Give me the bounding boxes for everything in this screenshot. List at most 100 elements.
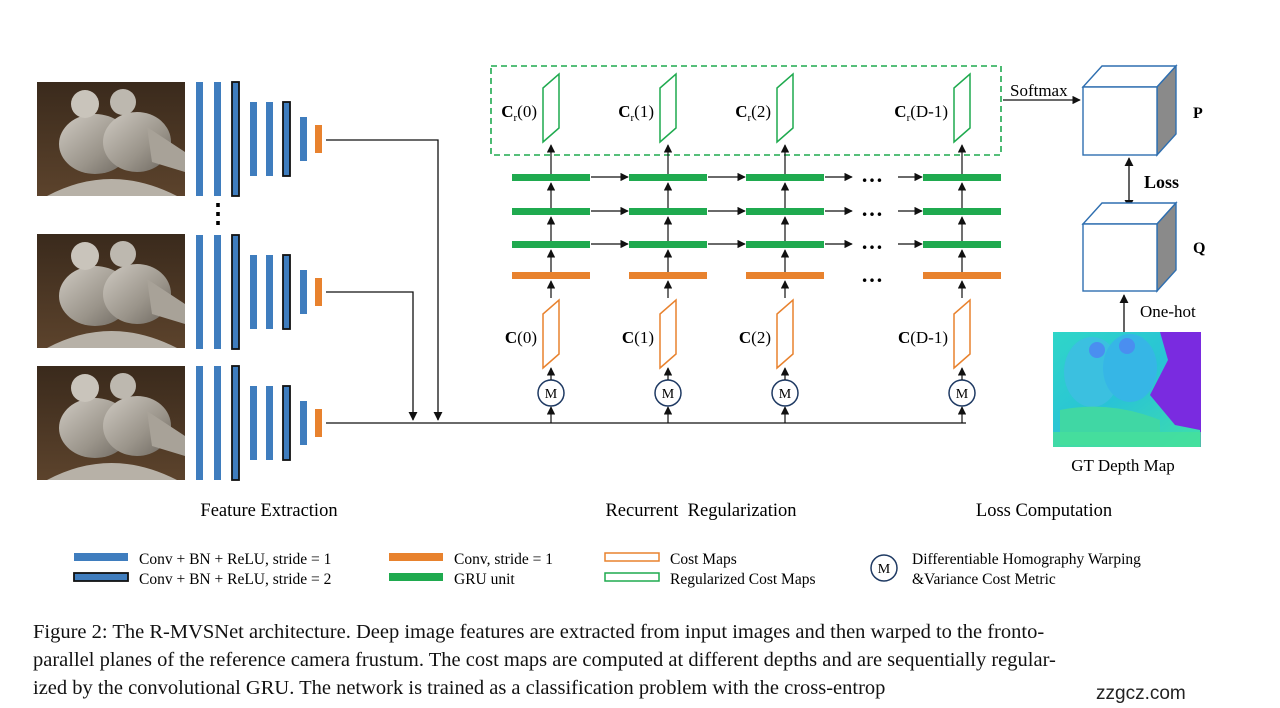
conv-bar [746, 272, 824, 279]
vertical-ellipsis: ⋮ [205, 199, 231, 228]
feature-layer-bar [250, 102, 257, 176]
regularized-cost-map-label: Cr(2) [735, 102, 771, 124]
legend-reg-cost-maps: Regularized Cost Maps [670, 571, 816, 588]
feature-output-conv-bar [315, 125, 322, 153]
feature-layer-bar [282, 101, 291, 177]
feature-output-conv-bar [315, 409, 322, 437]
conv-bar [629, 272, 707, 279]
gru-unit-bar [923, 174, 1001, 181]
gru-unit-bar [746, 208, 824, 215]
feature-layer-bar [250, 255, 257, 329]
cost-map [659, 298, 677, 370]
caption-line-2: parallel planes of the reference camera … [33, 649, 1056, 671]
legend-conv-s1: Conv, stride = 1 [454, 551, 553, 568]
legend-gru: GRU unit [454, 571, 515, 588]
feature-layer-bar [250, 386, 257, 460]
feature-layer-bar [300, 401, 307, 445]
feature-layer-bar [282, 385, 291, 461]
cost-map-label: C(2) [739, 328, 771, 347]
regularized-cost-map-label: Cr(1) [618, 102, 654, 124]
horizontal-ellipsis: … [861, 262, 883, 287]
regularized-cost-map [953, 72, 971, 144]
horizontal-ellipsis: … [861, 229, 883, 254]
conv-bar [512, 272, 590, 279]
legend-homography-line1: Differentiable Homography Warping [912, 551, 1141, 568]
feature-extractor-2 [196, 365, 322, 481]
feature-layer-bar [196, 366, 203, 480]
regularized-cost-map [776, 72, 794, 144]
feature-layer-bar [214, 366, 221, 480]
probability-volume-p [1081, 64, 1178, 157]
gru-unit-bar [512, 241, 590, 248]
cost-map-label: C(D-1) [898, 328, 948, 347]
regularized-cost-maps-group [490, 65, 1002, 156]
legend: Conv + BN + ReLU, stride = 1 Conv + BN +… [73, 551, 1141, 588]
gt-depth-map-label: GT Depth Map [1071, 456, 1175, 475]
gru-unit-bar [512, 208, 590, 215]
homography-warp-symbol: M [779, 387, 792, 402]
gru-unit-bar [746, 174, 824, 181]
gru-unit-bar [746, 241, 824, 248]
feature-layer-bar [266, 386, 273, 460]
regularization-column-0: M C(0) Cr(0) [501, 72, 590, 423]
input-image-1 [37, 234, 185, 348]
homography-warp-symbol: M [662, 387, 675, 402]
feature-layer-bar [266, 102, 273, 176]
homography-warp-symbol: M [956, 387, 969, 402]
input-image-0 [37, 82, 185, 196]
caption-line-1: Figure 2: The R-MVSNet architecture. Dee… [33, 621, 1045, 643]
regularized-cost-map [659, 72, 677, 144]
gru-unit-bar [629, 174, 707, 181]
loss-label: Loss [1144, 172, 1179, 192]
gru-unit-bar [629, 241, 707, 248]
regularized-cost-map [542, 72, 560, 144]
one-hot-label: One-hot [1140, 302, 1196, 321]
horizontal-ellipsis: … [861, 196, 883, 221]
regularization-column-1: MC(1)Cr(1) [618, 72, 707, 423]
feature-layer-bar [300, 270, 307, 314]
caption-line-3: ized by the convolutional GRU. The netwo… [33, 677, 886, 699]
ground-truth-volume-q [1081, 201, 1178, 293]
p-label: P [1193, 105, 1203, 122]
q-label: Q [1193, 240, 1205, 257]
feature-layer-bar [300, 117, 307, 161]
feature-layer-bar [282, 254, 291, 330]
legend-homography-line2: &Variance Cost Metric [912, 571, 1056, 588]
feature-connectors [326, 139, 966, 424]
legend-homography-icon: M [878, 562, 891, 577]
legend-conv-bn-relu-s1: Conv + BN + ReLU, stride = 1 [139, 551, 331, 568]
feature-extraction-label: Feature Extraction [200, 501, 337, 521]
loss-computation-label: Loss Computation [976, 501, 1112, 521]
gt-depth-map-image [1053, 332, 1201, 447]
regularization-column-2: M C(2) Cr(2) [735, 72, 824, 423]
regularized-cost-map-label: Cr(0) [501, 102, 537, 124]
horizontal-ellipsis: … [861, 162, 883, 187]
feature-layer-bar [196, 235, 203, 349]
feature-output-conv-bar [315, 278, 322, 306]
cost-map [776, 298, 794, 370]
feature-layer-bar [266, 255, 273, 329]
feature-extractor-0 [196, 81, 322, 197]
feature-extractor-1 [196, 234, 322, 350]
cost-map [542, 298, 560, 370]
gru-unit-bar [923, 241, 1001, 248]
homography-warp-symbol: M [545, 387, 558, 402]
gru-unit-bar [629, 208, 707, 215]
feature-layer-bar [214, 82, 221, 196]
gru-unit-bar [512, 174, 590, 181]
legend-cost-maps: Cost Maps [670, 551, 737, 568]
regularization-column-3: M C(D-1) Cr(D-1) [894, 72, 1001, 423]
input-image-2 [37, 366, 185, 480]
regularized-cost-map-label: Cr(D-1) [894, 102, 948, 124]
feature-layer-bar [231, 365, 240, 481]
softmax-label: Softmax [1010, 81, 1068, 100]
recurrent-regularization-label: Recurrent Regularization [605, 501, 796, 521]
legend-conv-bn-relu-s2: Conv + BN + ReLU, stride = 2 [139, 571, 331, 588]
cost-map-label: C(0) [505, 328, 537, 347]
feature-layer-bar [231, 81, 240, 197]
feature-layer-bar [214, 235, 221, 349]
figure-caption: Figure 2: The R-MVSNet architecture. Dee… [33, 618, 1213, 702]
feature-layer-bar [196, 82, 203, 196]
gru-unit-bar [923, 208, 1001, 215]
